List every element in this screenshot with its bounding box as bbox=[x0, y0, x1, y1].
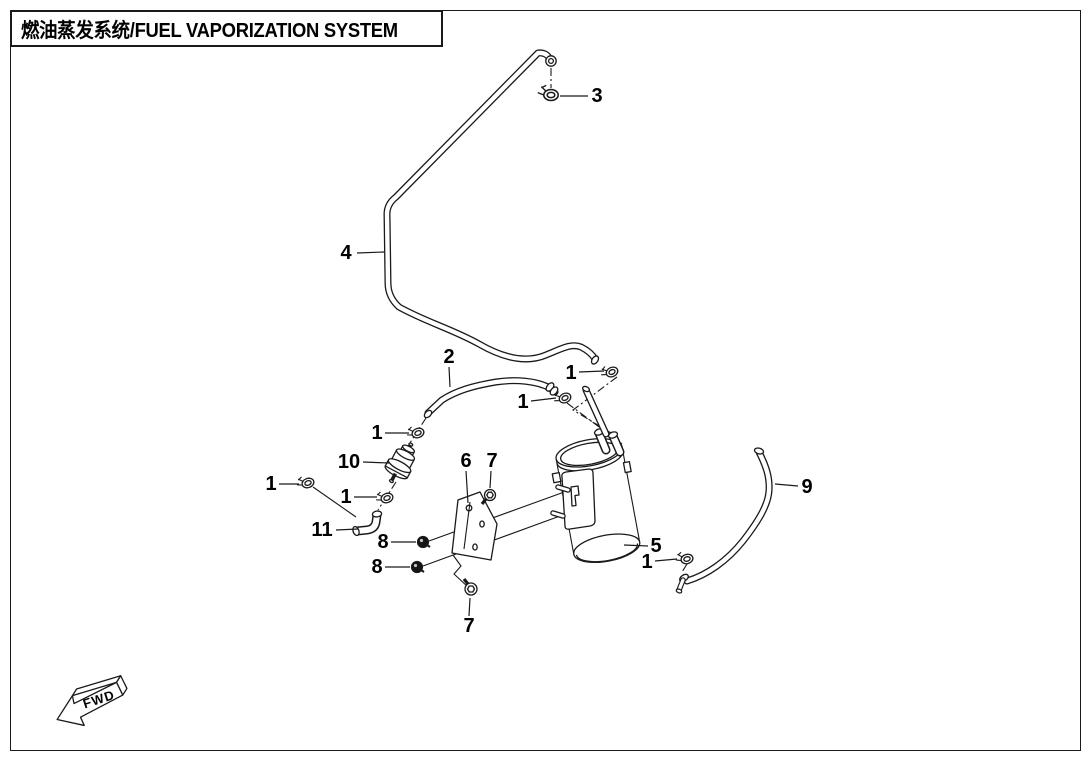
clamp-1-hose9 bbox=[673, 549, 695, 567]
page-title: 燃油蒸发系统/FUEL VAPORIZATION SYSTEM bbox=[21, 20, 398, 42]
svg-text:7: 7 bbox=[463, 615, 474, 637]
svg-text:3: 3 bbox=[591, 85, 602, 107]
bolt-7-top bbox=[480, 488, 497, 505]
svg-text:1: 1 bbox=[565, 362, 576, 384]
canister-5 bbox=[550, 385, 641, 564]
callout-6: 6 bbox=[460, 450, 472, 504]
canister-right-tab bbox=[622, 460, 632, 474]
svg-text:1: 1 bbox=[265, 473, 276, 495]
hose-2 bbox=[423, 377, 559, 419]
canister-mount-plate bbox=[550, 468, 596, 530]
valve-10 bbox=[384, 442, 416, 484]
callout-1: 1 bbox=[565, 362, 605, 384]
callout-8: 8 bbox=[371, 556, 410, 578]
bracket-6 bbox=[451, 491, 498, 561]
clamp-1-valve-top bbox=[404, 422, 426, 442]
svg-text:5: 5 bbox=[650, 535, 661, 557]
callout-10: 10 bbox=[338, 451, 390, 473]
title-box: 燃油蒸发系统/FUEL VAPORIZATION SYSTEM bbox=[10, 10, 443, 47]
elbow-11 bbox=[352, 510, 383, 537]
svg-text:1: 1 bbox=[340, 486, 351, 508]
fwd-arrow: FWD bbox=[56, 675, 128, 727]
callout-1: 1 bbox=[641, 551, 678, 573]
svg-text:1: 1 bbox=[371, 422, 382, 444]
callout-1: 1 bbox=[371, 422, 409, 444]
svg-text:1: 1 bbox=[517, 391, 528, 413]
svg-text:9: 9 bbox=[801, 476, 812, 498]
svg-text:6: 6 bbox=[460, 450, 471, 472]
page-border bbox=[10, 10, 1081, 751]
callout-5: 5 bbox=[623, 535, 662, 557]
callout-2: 2 bbox=[443, 346, 455, 388]
bolt-7-bottom bbox=[462, 578, 478, 596]
canister-stud-upper bbox=[555, 484, 571, 493]
svg-text:10: 10 bbox=[338, 451, 360, 473]
hose-4 bbox=[383, 49, 600, 365]
callout-1: 1 bbox=[265, 473, 299, 495]
callout-11: 11 bbox=[311, 519, 359, 541]
callout-7: 7 bbox=[463, 597, 475, 637]
callout-8: 8 bbox=[377, 531, 416, 553]
nut-8-bottom bbox=[410, 560, 425, 574]
hose-9 bbox=[675, 447, 773, 594]
svg-text:4: 4 bbox=[340, 242, 352, 264]
svg-text:8: 8 bbox=[371, 556, 382, 578]
canister-inlet-tube bbox=[581, 385, 610, 438]
callout-4: 4 bbox=[340, 242, 385, 264]
clamp-1-elbow bbox=[294, 472, 316, 492]
clamp-3 bbox=[537, 84, 559, 102]
hose-4-top-fitting bbox=[545, 55, 557, 67]
callout-9: 9 bbox=[774, 476, 813, 498]
canister-stud-lower bbox=[550, 510, 566, 519]
callout-1: 1 bbox=[340, 486, 377, 508]
canister-port-b bbox=[607, 431, 625, 457]
svg-text:11: 11 bbox=[311, 519, 332, 541]
svg-text:7: 7 bbox=[486, 450, 497, 472]
callout-1: 1 bbox=[517, 391, 557, 413]
callout-7: 7 bbox=[486, 450, 498, 489]
nut-8-top bbox=[416, 535, 431, 549]
svg-text:8: 8 bbox=[377, 531, 388, 553]
svg-text:2: 2 bbox=[443, 346, 454, 368]
canister-left-tab bbox=[551, 471, 562, 484]
svg-text:1: 1 bbox=[641, 551, 652, 573]
callout-3: 3 bbox=[560, 85, 603, 107]
